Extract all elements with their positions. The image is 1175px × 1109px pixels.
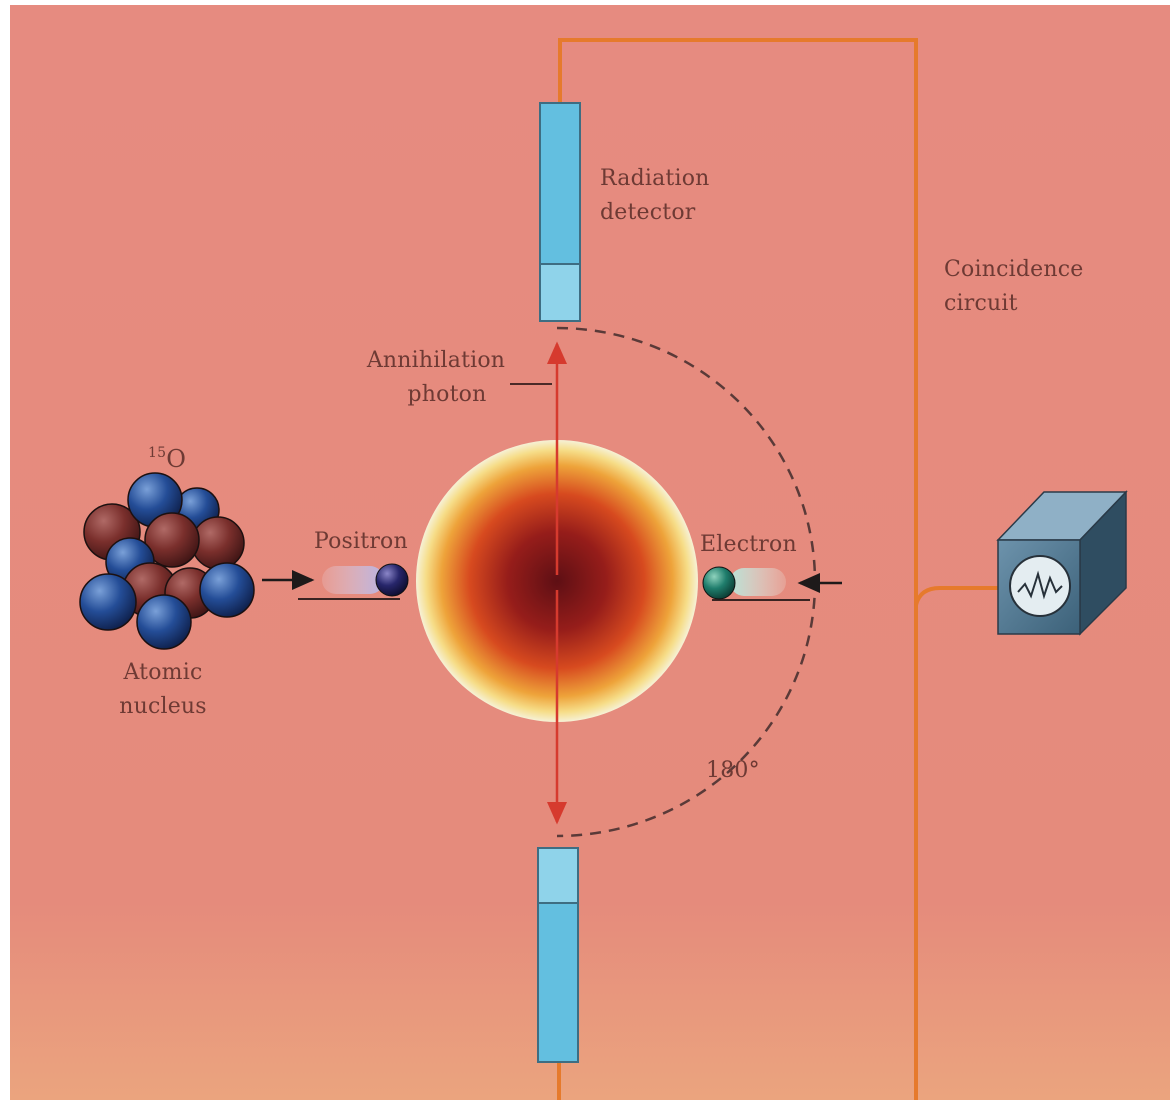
atomic-nucleus-label-line-1: Atomic <box>104 656 222 690</box>
atomic-nucleus-label-line-2: nucleus <box>104 690 222 724</box>
radiation-detector-label-line-1: Radiation <box>600 162 710 196</box>
radiation-detector-label: Radiation detector <box>600 162 710 230</box>
annihilation-photon-label: Annihilation photon <box>354 344 518 412</box>
electron-label: Electron <box>700 528 797 562</box>
coincidence-circuit-label: Coincidence circuit <box>944 253 1083 321</box>
isotope-mass-number: 15 <box>148 445 166 461</box>
coincidence-circuit-label-line-2: circuit <box>944 287 1083 321</box>
coincidence-circuit-label-line-1: Coincidence <box>944 253 1083 287</box>
radiation-detector-label-line-2: detector <box>600 196 710 230</box>
atomic-nucleus-label: Atomic nucleus <box>104 656 222 724</box>
isotope-element: O <box>166 445 186 473</box>
annihilation-photon-label-line-2: photon <box>354 378 518 412</box>
angle-label: 180° <box>706 754 760 788</box>
isotope-label: 15O <box>148 436 186 476</box>
positron-label: Positron <box>314 525 408 559</box>
annihilation-photon-label-line-1: Annihilation <box>354 344 518 378</box>
